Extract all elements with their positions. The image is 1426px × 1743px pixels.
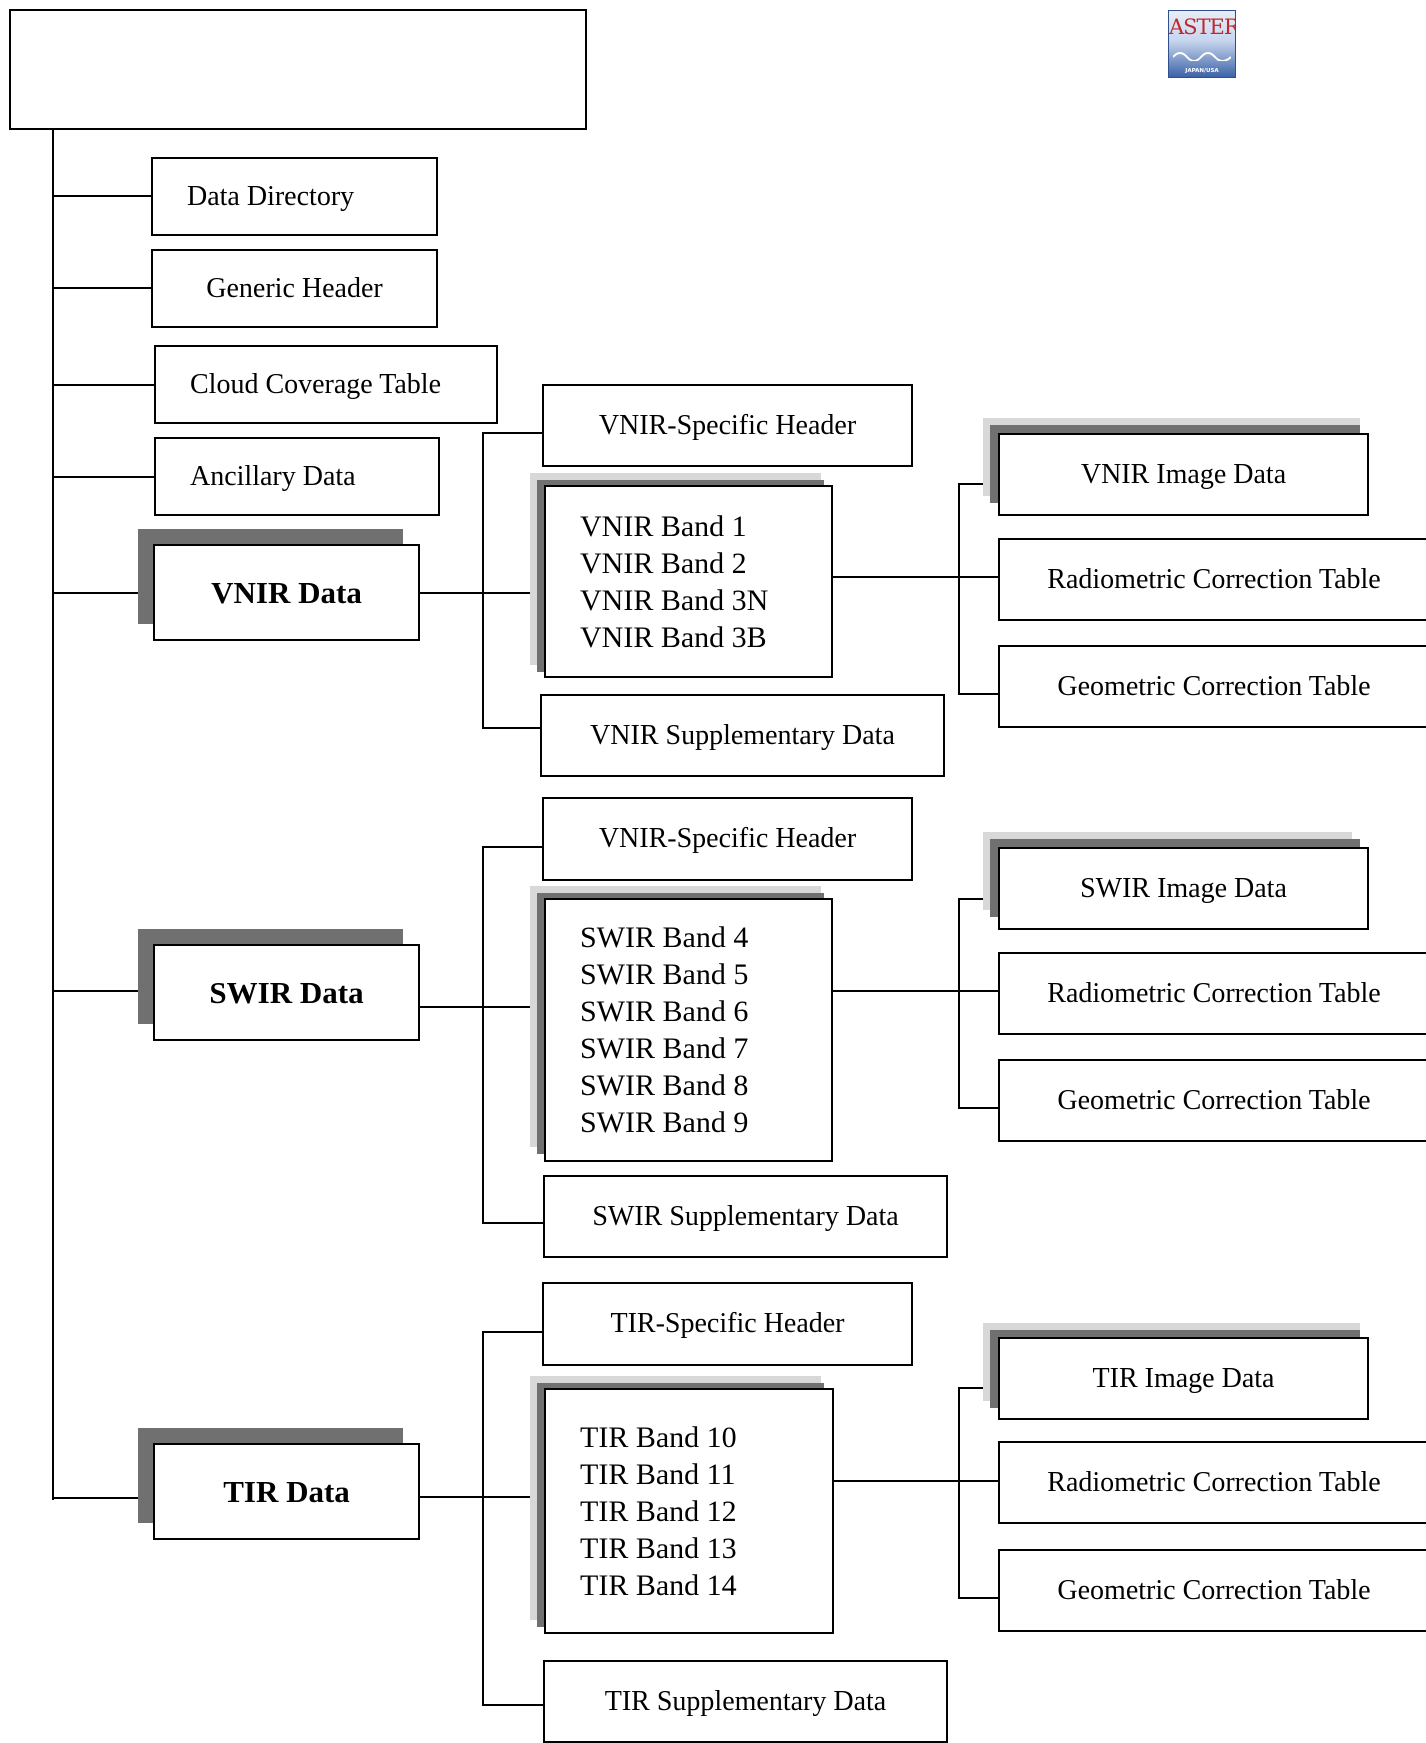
band-label: VNIR Band 2 [580, 546, 747, 580]
band-label: TIR Band 13 [580, 1531, 737, 1565]
swir-bands-box: SWIR Band 4 SWIR Band 5 SWIR Band 6 SWIR… [544, 898, 833, 1162]
swir-image-data-label: SWIR Image Data [1080, 872, 1287, 904]
generic-header-label: Generic Header [206, 272, 383, 304]
connector [53, 476, 154, 478]
root-box [9, 9, 587, 130]
connector [958, 1107, 998, 1109]
cloud-coverage-table-label: Cloud Coverage Table [190, 368, 442, 400]
generic-header-box: Generic Header [151, 249, 438, 328]
connector [53, 592, 153, 594]
swir-data-label: SWIR Data [209, 974, 364, 1010]
vnir-specific-header-label: VNIR-Specific Header [598, 409, 857, 441]
swir-specific-header-box: VNIR-Specific Header [542, 797, 913, 881]
branch-line [482, 846, 484, 1224]
connector [958, 1387, 998, 1389]
band-label: TIR Band 11 [580, 1457, 736, 1491]
swir-radiometric-correction-table-box: Radiometric Correction Table [998, 952, 1426, 1035]
aster-logo-subtext: JAPAN/USA [1185, 68, 1219, 74]
band-label: SWIR Band 7 [580, 1032, 749, 1065]
swir-radiometric-correction-table-label: Radiometric Correction Table [1047, 977, 1381, 1009]
branch-line [958, 1387, 960, 1599]
vnir-specific-header-box: VNIR-Specific Header [542, 384, 913, 467]
connector [53, 287, 151, 289]
tir-geometric-correction-table-label: Geometric Correction Table [1057, 1574, 1371, 1606]
vnir-image-data-label: VNIR Image Data [1080, 458, 1287, 490]
connector [482, 1222, 543, 1224]
connector [482, 846, 542, 848]
vnir-supplementary-data-label: VNIR Supplementary Data [590, 719, 895, 751]
branch-line [958, 483, 960, 695]
ancillary-data-label: Ancillary Data [190, 460, 356, 492]
branch-line [482, 432, 484, 729]
connector [482, 432, 542, 434]
band-label: VNIR Band 3B [580, 620, 767, 654]
data-directory-label: Data Directory [187, 180, 355, 212]
swir-supplementary-data-label: SWIR Supplementary Data [592, 1200, 899, 1232]
band-label: SWIR Band 4 [580, 921, 749, 954]
ancillary-data-box: Ancillary Data [154, 437, 440, 516]
connector [958, 483, 998, 485]
swir-geometric-correction-table-box: Geometric Correction Table [998, 1059, 1426, 1142]
connector [833, 576, 998, 578]
tir-data-box: TIR Data [153, 1443, 420, 1540]
swir-supplementary-data-box: SWIR Supplementary Data [543, 1175, 948, 1258]
band-label: VNIR Band 3N [580, 583, 769, 617]
connector [958, 898, 998, 900]
connector [958, 1597, 998, 1599]
band-label: TIR Band 10 [580, 1420, 737, 1454]
vnir-data-label: VNIR Data [211, 574, 362, 610]
connector [53, 990, 153, 992]
aster-logo-text: ASTER [1169, 15, 1236, 39]
band-label: SWIR Band 6 [580, 995, 749, 1028]
trunk-line [52, 130, 54, 1500]
band-label: VNIR Band 1 [580, 509, 747, 543]
tir-bands-box: TIR Band 10 TIR Band 11 TIR Band 12 TIR … [544, 1388, 834, 1634]
vnir-bands-box: VNIR Band 1 VNIR Band 2 VNIR Band 3N VNI… [544, 485, 833, 678]
swir-image-data-box: SWIR Image Data [998, 847, 1369, 930]
connector [482, 1704, 543, 1706]
tir-image-data-label: TIR Image Data [1092, 1362, 1275, 1394]
vnir-radiometric-correction-table-box: Radiometric Correction Table [998, 538, 1426, 621]
branch-line [958, 898, 960, 1109]
vnir-image-data-box: VNIR Image Data [998, 433, 1369, 516]
band-label: SWIR Band 8 [580, 1069, 749, 1102]
connector [958, 693, 998, 695]
tir-radiometric-correction-table-label: Radiometric Correction Table [1047, 1466, 1381, 1498]
vnir-geometric-correction-table-label: Geometric Correction Table [1057, 670, 1371, 702]
connector [482, 1331, 542, 1333]
connector [834, 1480, 998, 1482]
band-label: TIR Band 12 [580, 1494, 737, 1528]
connector [53, 1497, 153, 1499]
tir-supplementary-data-label: TIR Supplementary Data [604, 1685, 887, 1717]
cloud-coverage-table-box: Cloud Coverage Table [154, 345, 498, 424]
tir-geometric-correction-table-box: Geometric Correction Table [998, 1549, 1426, 1632]
connector [833, 990, 998, 992]
tir-supplementary-data-box: TIR Supplementary Data [543, 1660, 948, 1743]
vnir-radiometric-correction-table-label: Radiometric Correction Table [1047, 563, 1381, 595]
tir-data-label: TIR Data [223, 1473, 350, 1509]
connector [482, 727, 540, 729]
tir-specific-header-label: TIR-Specific Header [610, 1308, 845, 1339]
tir-image-data-box: TIR Image Data [998, 1337, 1369, 1420]
branch-line [482, 1331, 484, 1706]
data-directory-box: Data Directory [151, 157, 438, 236]
swir-specific-header-label: VNIR-Specific Header [598, 823, 857, 854]
vnir-data-box: VNIR Data [153, 544, 420, 641]
tir-specific-header-box: TIR-Specific Header [542, 1282, 913, 1366]
band-label: TIR Band 14 [580, 1568, 737, 1602]
connector [53, 195, 151, 197]
tir-radiometric-correction-table-box: Radiometric Correction Table [998, 1441, 1426, 1524]
aster-logo: ASTER JAPAN/USA [1168, 10, 1236, 78]
logo-wave-icon [1173, 52, 1231, 61]
vnir-supplementary-data-box: VNIR Supplementary Data [540, 694, 945, 777]
swir-geometric-correction-table-label: Geometric Correction Table [1057, 1084, 1371, 1116]
connector [53, 384, 154, 386]
band-label: SWIR Band 9 [580, 1106, 749, 1139]
vnir-geometric-correction-table-box: Geometric Correction Table [998, 645, 1426, 728]
swir-data-box: SWIR Data [153, 944, 420, 1041]
band-label: SWIR Band 5 [580, 958, 749, 991]
